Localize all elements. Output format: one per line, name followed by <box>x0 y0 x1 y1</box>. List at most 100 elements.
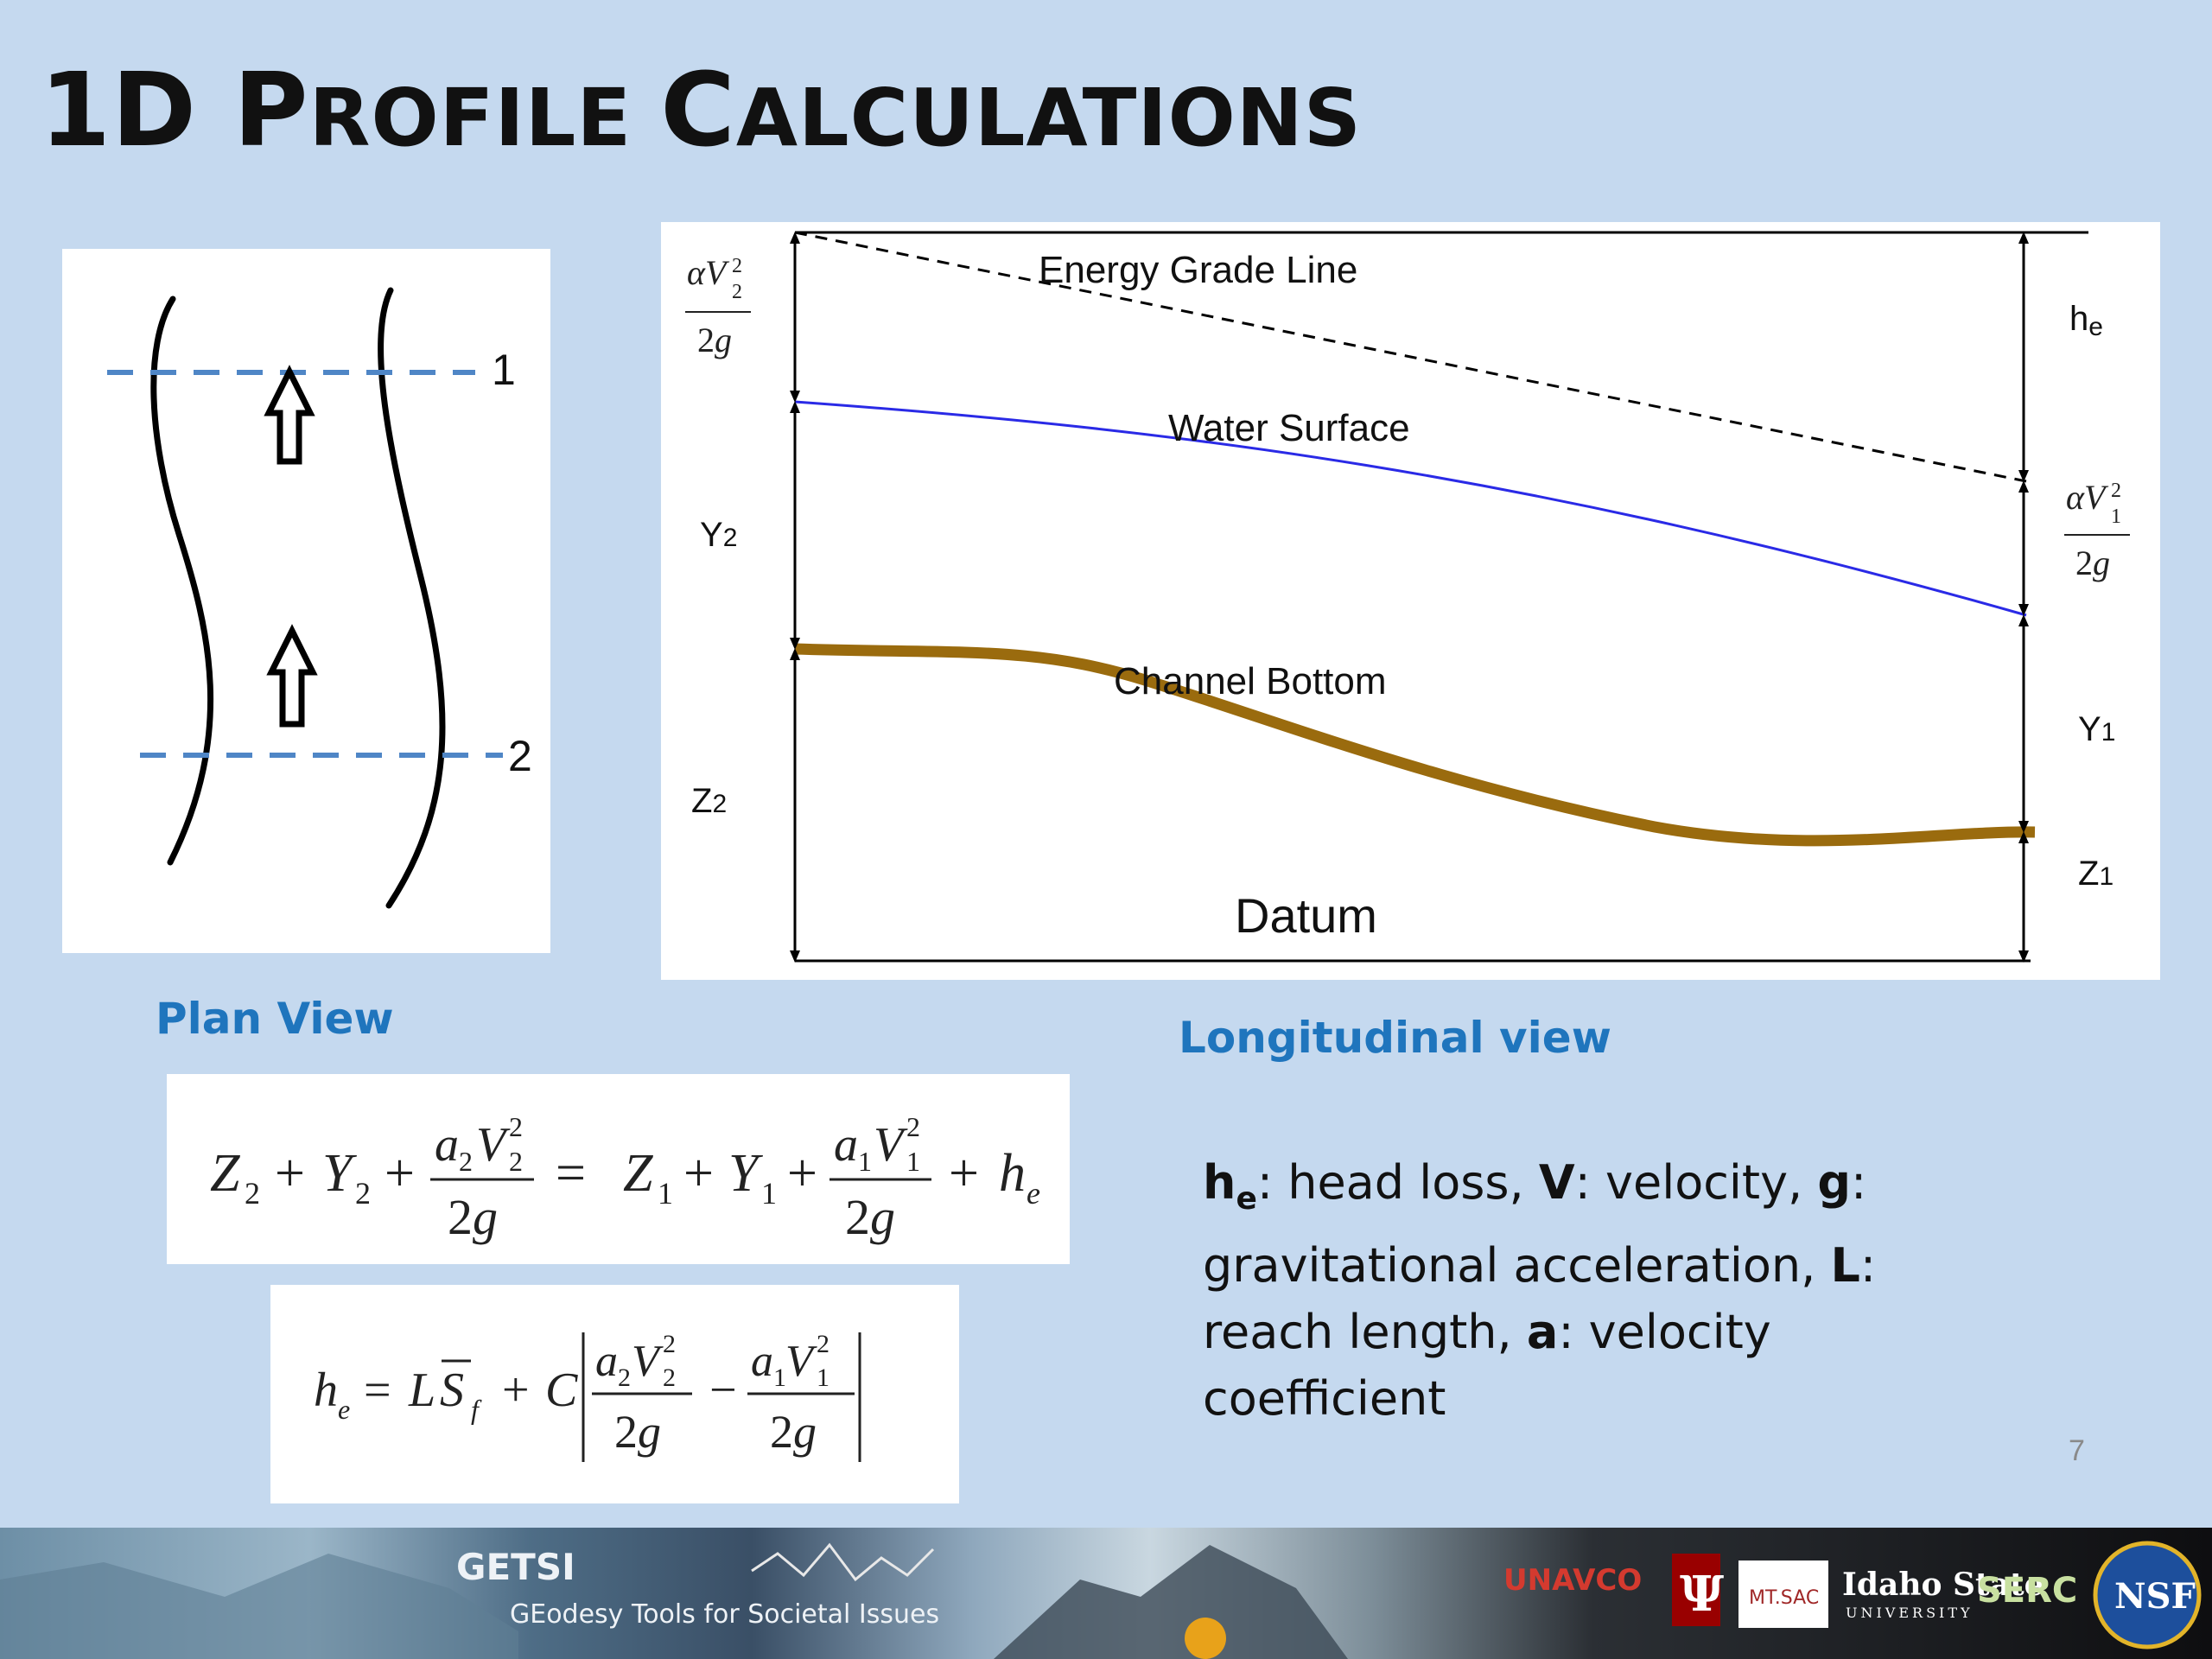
footer-graphics: GETSI GEodesy Tools for Societal Issues … <box>0 1541 2202 1659</box>
velocity-head-2-label: αV 2 2 2g <box>685 253 751 359</box>
head-loss-label: he <box>2069 300 2103 341</box>
svg-text:1: 1 <box>761 1176 777 1211</box>
longitudinal-diagram: Energy Grade Line Water Surface Channel … <box>685 231 2130 963</box>
svg-text:V: V <box>874 1118 908 1172</box>
plan-view-caption: Plan View <box>156 994 394 1044</box>
plan-view-panel: 1 2 <box>62 249 550 953</box>
svg-text:2: 2 <box>732 281 742 303</box>
svg-text:1: 1 <box>858 1146 872 1177</box>
longitudinal-view-caption: Longitudinal view <box>1179 1013 1611 1063</box>
nsf-logo: NSF <box>2093 1541 2202 1649</box>
section-1-label: 1 <box>492 346 516 394</box>
svg-text:+: + <box>787 1144 817 1203</box>
flow-arrow-lower <box>266 624 318 728</box>
energy-equation-box: Z 2 + Y 2 + a 2 V 2 2 2g = Z 1 + Y 1 + a… <box>167 1074 1070 1264</box>
z2-label: Z2 <box>691 782 727 820</box>
svg-text:=: = <box>364 1363 391 1417</box>
svg-text:1: 1 <box>773 1363 786 1392</box>
svg-text:a: a <box>435 1118 459 1172</box>
svg-text:a: a <box>751 1337 773 1386</box>
water-surface-label: Water Surface <box>1168 407 1410 449</box>
legend-g: g <box>1817 1155 1852 1210</box>
slide-title: 1D PROFILE CALCULATIONS <box>40 50 1363 169</box>
plan-view-diagram: 1 2 <box>107 287 532 909</box>
svg-text:1: 1 <box>817 1363 830 1392</box>
head-loss-equation-box: h e = L S f + C a 2 V 2 2 2g − a 1 V 2 1… <box>270 1285 959 1503</box>
serc-logo: SERC <box>1977 1571 2077 1611</box>
svg-text:2: 2 <box>459 1146 473 1177</box>
left-bank <box>150 296 214 866</box>
z1-label: Z1 <box>2078 855 2113 893</box>
svg-text:−: − <box>709 1363 737 1417</box>
svg-text:2g: 2g <box>448 1189 498 1245</box>
head-loss-equation: h e = L S f + C a 2 V 2 2 2g − a 1 V 2 1… <box>314 1330 861 1462</box>
svg-text:NSF: NSF <box>2114 1576 2196 1617</box>
svg-text:a: a <box>834 1118 858 1172</box>
svg-text:V: V <box>785 1337 817 1386</box>
legend-v: V <box>1538 1155 1575 1210</box>
svg-text:2: 2 <box>509 1111 523 1142</box>
svg-text:V: V <box>632 1337 664 1386</box>
svg-text:L: L <box>408 1363 435 1417</box>
getsi-logo: GETSI <box>456 1546 575 1588</box>
mtsac-logo <box>1738 1560 1828 1628</box>
svg-text:h: h <box>999 1144 1026 1203</box>
footer-banner: GETSI GEodesy Tools for Societal Issues … <box>0 1528 2212 1659</box>
svg-text:Ψ: Ψ <box>1680 1566 1724 1623</box>
svg-text:2: 2 <box>355 1176 371 1211</box>
svg-text:αV: αV <box>2066 478 2109 517</box>
section-2-label: 2 <box>508 732 532 780</box>
svg-text:+: + <box>502 1363 530 1417</box>
svg-text:2g: 2g <box>614 1406 661 1458</box>
datum-label: Datum <box>1235 888 1377 943</box>
svg-text:2: 2 <box>618 1363 631 1392</box>
svg-text:UNIVERSITY: UNIVERSITY <box>1846 1605 1974 1621</box>
svg-text:1: 1 <box>2111 505 2121 528</box>
svg-text:2: 2 <box>2111 480 2121 502</box>
legend-l: L <box>1830 1237 1860 1293</box>
svg-text:Z: Z <box>623 1144 653 1203</box>
svg-text:f: f <box>471 1394 482 1425</box>
svg-text:2: 2 <box>663 1363 676 1392</box>
energy-grade-line <box>794 231 2027 483</box>
svg-text:2: 2 <box>663 1330 676 1358</box>
svg-text:2g: 2g <box>770 1406 817 1458</box>
energy-equation: Z 2 + Y 2 + a 2 V 2 2 2g = Z 1 + Y 1 + a… <box>210 1111 1040 1245</box>
svg-text:a: a <box>595 1337 618 1386</box>
svg-text:V: V <box>476 1118 511 1172</box>
svg-text:2g: 2g <box>697 321 732 359</box>
legend-a: a <box>1526 1304 1559 1359</box>
flow-arrow-upper <box>264 365 315 465</box>
svg-text:=: = <box>556 1144 586 1203</box>
svg-text:e: e <box>1027 1176 1040 1211</box>
svg-text:2g: 2g <box>2075 543 2110 582</box>
svg-text:h: h <box>314 1363 338 1417</box>
svg-text:Z: Z <box>210 1144 240 1203</box>
y1-label: Y1 <box>2078 710 2115 748</box>
svg-text:C: C <box>545 1363 578 1417</box>
svg-text:Y: Y <box>728 1144 763 1203</box>
svg-text:Y: Y <box>322 1144 357 1203</box>
svg-text:+: + <box>275 1144 305 1203</box>
svg-text:1: 1 <box>658 1176 673 1211</box>
svg-text:2: 2 <box>245 1176 260 1211</box>
water-surface-line <box>794 400 2027 617</box>
svg-text:S: S <box>440 1363 464 1417</box>
idaho-state-logo: Idaho State <box>1842 1567 2044 1603</box>
legend-he: he <box>1203 1155 1257 1217</box>
svg-text:αV: αV <box>687 253 730 292</box>
svg-text:2g: 2g <box>845 1189 895 1245</box>
iu-logo: Ψ <box>1672 1554 1724 1626</box>
getsi-full-name: GEodesy Tools for Societal Issues <box>510 1599 939 1630</box>
y2-label: Y2 <box>700 516 737 554</box>
longitudinal-view-panel: Energy Grade Line Water Surface Channel … <box>661 222 2160 980</box>
svg-text:e: e <box>338 1394 350 1425</box>
svg-text:1: 1 <box>906 1146 920 1177</box>
right-bank <box>378 287 446 909</box>
svg-text:2: 2 <box>906 1111 920 1142</box>
page-number: 7 <box>2069 1434 2085 1467</box>
energy-grade-line-label: Energy Grade Line <box>1039 249 1357 291</box>
svg-text:+: + <box>949 1144 979 1203</box>
velocity-head-1-label: αV 2 1 2g <box>2064 478 2130 582</box>
channel-bottom-line <box>794 643 2036 847</box>
